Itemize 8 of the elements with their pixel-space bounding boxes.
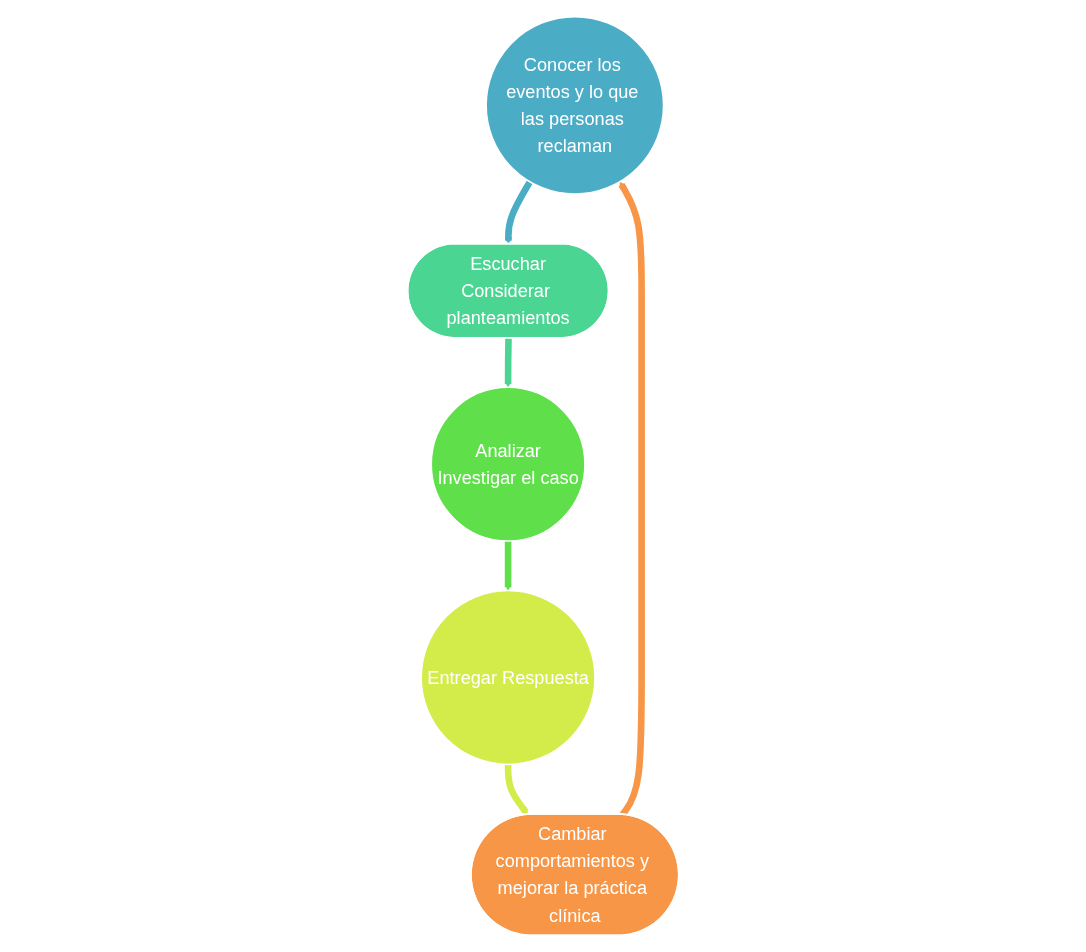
arrow [504,541,512,591]
arrow [504,338,512,388]
arrow [504,764,529,815]
arrow [618,181,645,817]
arrow [504,180,533,245]
node-circle: Conocer los eventos y lo que las personas reclaman [485,15,665,195]
node-circle: Entregar Respuesta [420,589,596,766]
node-circle: Analizar Investigar el caso [430,386,586,542]
